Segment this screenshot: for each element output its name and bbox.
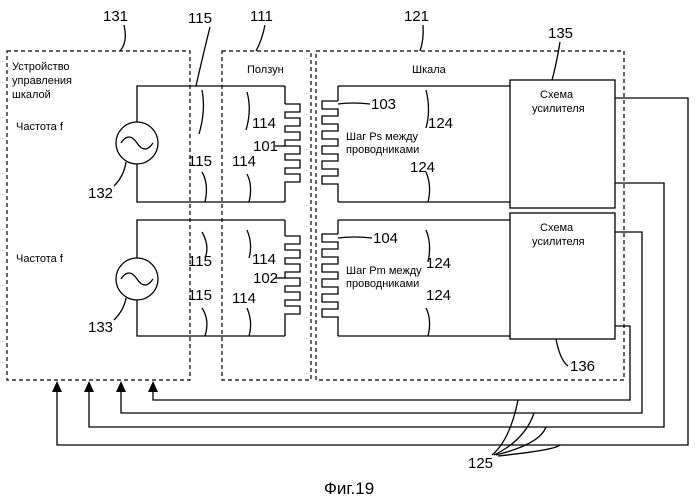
- label-131: 131: [103, 8, 128, 25]
- leaders-125: [492, 400, 560, 456]
- label-124-b: 124: [410, 159, 435, 176]
- upper-scale-coil: [322, 86, 338, 202]
- label-124-d: 124: [426, 287, 451, 304]
- label-102: 102: [253, 270, 278, 287]
- label-115-a: 115: [188, 153, 212, 170]
- label-132: 132: [88, 185, 113, 202]
- label-111: 111: [250, 8, 273, 25]
- label-115-top: 115: [188, 10, 212, 27]
- leader-133: [114, 298, 126, 320]
- label-114-c: 114: [252, 251, 276, 268]
- slider-title: Ползун: [247, 64, 284, 76]
- label-135: 135: [548, 25, 573, 42]
- label-124-c: 124: [426, 255, 451, 272]
- bus-arrowheads: [52, 381, 158, 392]
- label-125: 125: [468, 455, 493, 472]
- leader-104: [338, 237, 372, 238]
- freq-label-1: Частота f: [16, 121, 64, 133]
- leader-132: [114, 162, 126, 186]
- controller-title: Устройство управления шкалой: [12, 61, 75, 101]
- lower-scale-coil: [322, 220, 338, 336]
- figure-caption: Фиг.19: [324, 479, 374, 498]
- slider-boundary: [222, 51, 311, 380]
- label-133: 133: [88, 319, 113, 336]
- label-136: 136: [570, 358, 595, 375]
- freq-label-2: Частота f: [16, 253, 64, 265]
- label-115-b: 115: [188, 253, 212, 270]
- upper-slider-coil: [285, 86, 300, 202]
- leader-115-top: [196, 27, 210, 86]
- label-121: 121: [404, 8, 429, 25]
- label-104: 104: [373, 230, 398, 247]
- label-114-a: 114: [252, 115, 276, 132]
- label-114-d: 114: [232, 290, 256, 307]
- leader-135: [552, 42, 560, 80]
- leader-131: [120, 25, 125, 51]
- label-115-c: 115: [188, 287, 212, 304]
- leader-103: [338, 103, 370, 104]
- pitch-m-text: Шаг Pm между проводниками: [346, 265, 425, 290]
- scale-title: Шкала: [412, 64, 447, 76]
- leader-121: [420, 25, 423, 51]
- label-103: 103: [371, 96, 396, 113]
- leader-111: [256, 25, 265, 51]
- pitch-s-text: Шаг Ps между проводниками: [346, 131, 421, 156]
- label-114-b: 114: [232, 153, 256, 170]
- label-124-a: 124: [428, 115, 453, 132]
- label-101: 101: [253, 138, 278, 155]
- leader-136: [556, 339, 568, 366]
- lower-slider-coil: [285, 220, 300, 336]
